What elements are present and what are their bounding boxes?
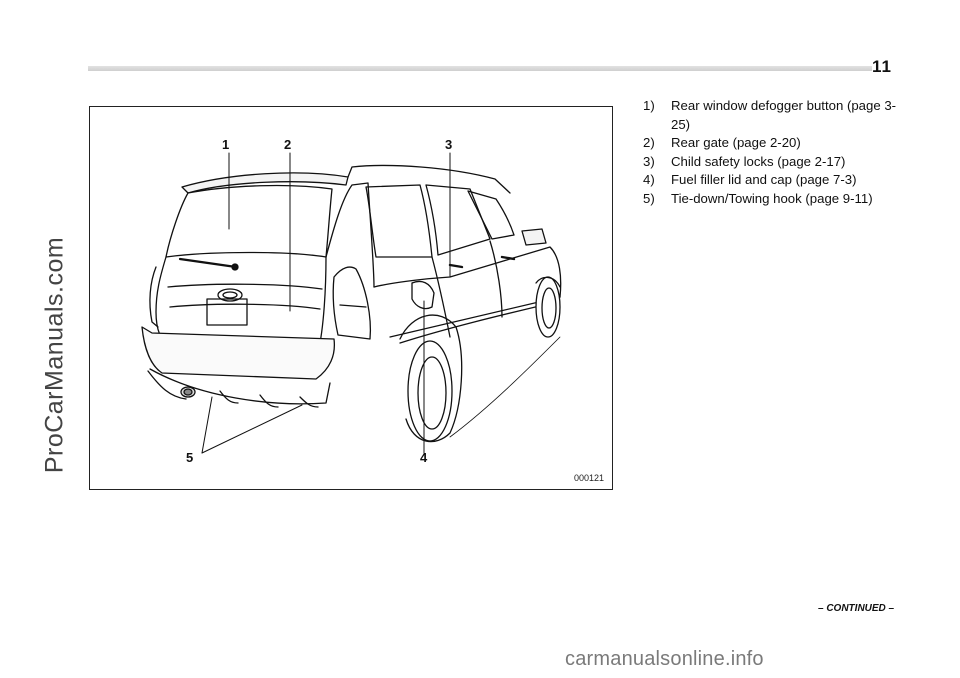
caption-text: Tie-down/Towing hook (page 9-11) <box>671 190 873 206</box>
caption-text: Fuel filler lid and cap (page 7-3) <box>671 172 857 187</box>
callout-2: 2 <box>284 137 292 152</box>
caption-number: 2) <box>643 135 655 150</box>
caption-list: 1) Rear window defogger button (page 3-2… <box>643 97 913 208</box>
vehicle-illustration-figure: 1 2 3 4 5 000121 <box>89 106 613 490</box>
caption-item: 1) Rear window defogger button (page 3-2… <box>643 97 913 134</box>
caption-item: 2) Rear gate (page 2-20) <box>643 134 913 153</box>
page-number: 11 <box>872 57 892 76</box>
header-rule <box>88 66 872 71</box>
caption-text: Rear gate (page 2-20) <box>671 135 801 150</box>
callout-4: 4 <box>420 450 428 465</box>
callout-5: 5 <box>186 450 194 465</box>
caption-number: 4) <box>643 172 655 187</box>
caption-number: 3) <box>643 153 655 169</box>
caption-text: Child safety locks (page 2-17) <box>671 153 846 169</box>
continued-note: – CONTINUED – <box>818 603 895 614</box>
caption-number: 1) <box>643 98 655 113</box>
caption-item: 3) Child safety locks (page 2-17) <box>643 153 913 172</box>
caption-item: 4) Fuel filler lid and cap (page 7-3) <box>643 171 913 190</box>
callout-3: 3 <box>445 137 453 152</box>
footer-watermark[interactable]: carmanualsonline.info <box>565 648 764 670</box>
figure-code: 000121 <box>573 473 604 483</box>
suv-rear-illustration <box>141 152 562 454</box>
caption-number: 5) <box>643 190 655 206</box>
caption-item: 5) Tie-down/Towing hook (page 9-11) <box>643 190 913 209</box>
side-watermark: ProCarManuals.com <box>40 236 69 474</box>
caption-text: Rear window defogger button (page 3-25) <box>671 98 897 132</box>
callout-1: 1 <box>222 137 230 152</box>
